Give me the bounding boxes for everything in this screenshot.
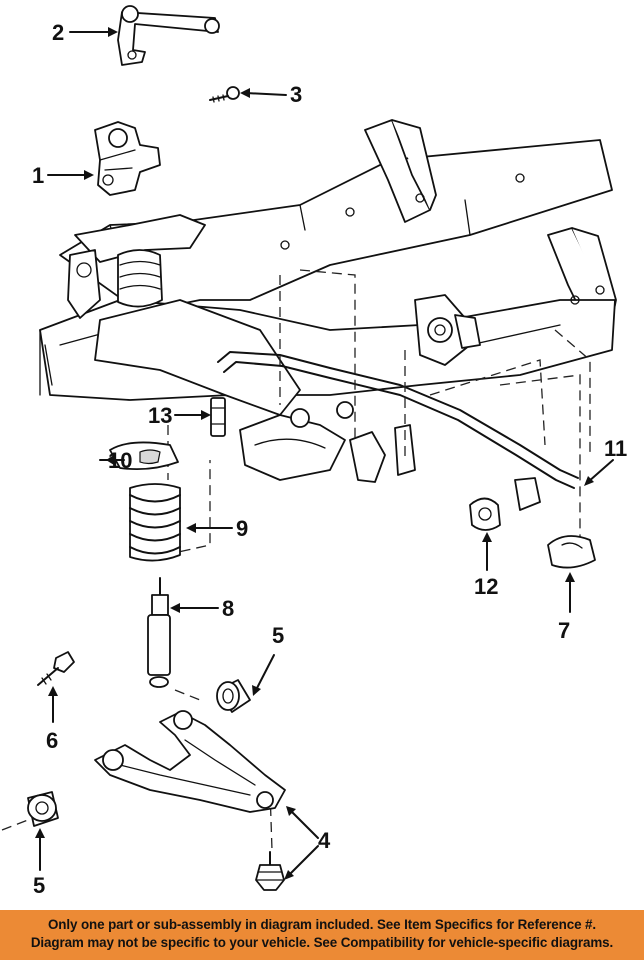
callout-3: 3 [290, 82, 302, 107]
bolt-part-3 [209, 86, 240, 103]
callout-11: 7 [558, 618, 570, 643]
chassis-frame-illustration [1, 119, 617, 851]
callout-9: 10 [108, 448, 132, 473]
disclaimer-banner: Only one part or sub-assembly in diagram… [0, 910, 644, 960]
callout-5-lower: 5 [33, 873, 45, 898]
stabilizer-bushing-part [469, 497, 501, 531]
upper-control-arm-part [117, 5, 220, 66]
stabilizer-link-part [210, 397, 226, 437]
callout-2: 2 [52, 20, 64, 45]
callout-7: 8 [222, 596, 234, 621]
disclaimer-line-1: Only one part or sub-assembly in diagram… [47, 917, 597, 932]
coil-spring-part [129, 483, 181, 562]
callout-1: 1 [32, 163, 44, 188]
disclaimer-line-2: Diagram may not be specific to your vehi… [30, 935, 614, 950]
callout-12: 12 [474, 574, 498, 599]
steering-knuckle-part [94, 121, 161, 196]
diagram-artwork: 2 3 1 13 10 9 8 5 6 4 5 11 12 7 [1, 5, 627, 898]
callout-8: 9 [236, 516, 248, 541]
shock-absorber-part [147, 577, 171, 688]
bushing-part-upper [216, 679, 251, 713]
ball-joint-part [255, 851, 285, 891]
callout-6: 6 [46, 728, 58, 753]
parts-diagram: 2 3 1 13 10 9 8 5 6 4 5 11 12 7 [1, 5, 627, 898]
leader-lines [35, 27, 614, 880]
callout-10: 11 [604, 436, 627, 461]
callout-5-upper: 5 [272, 623, 284, 648]
spring-insulator-part [109, 441, 179, 471]
bushing-part-lower [27, 791, 59, 827]
callout-4: 4 [318, 828, 331, 853]
callout-13: 13 [148, 403, 172, 428]
lower-control-arm-part [94, 710, 286, 813]
bolt-part-6 [37, 651, 75, 686]
stabilizer-bracket-part [547, 535, 596, 569]
